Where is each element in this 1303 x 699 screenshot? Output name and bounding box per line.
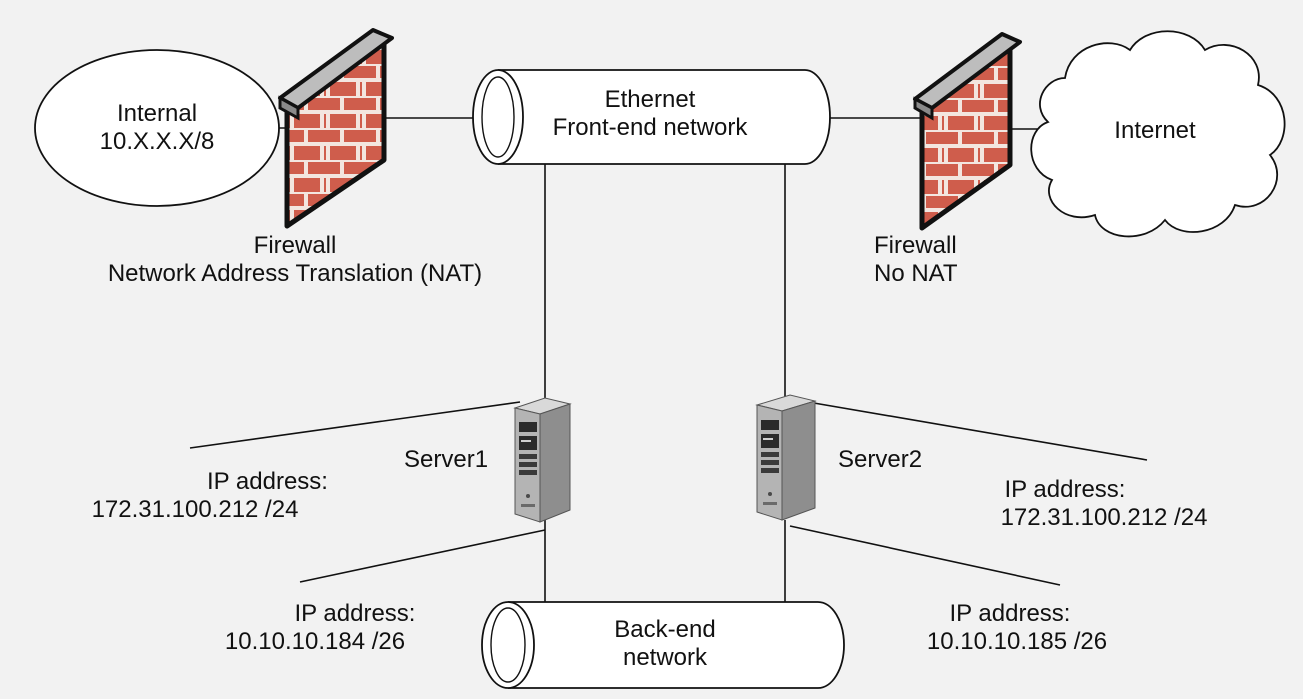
internet-label: Internet — [1090, 117, 1220, 145]
firewall-right-mode: No NAT — [874, 260, 958, 287]
internal-network-title: Internal — [116, 100, 198, 127]
server2-public-ip-label: IP address: 172.31.100.212 /24 — [950, 476, 1250, 532]
firewall-left-title: Firewall — [253, 232, 337, 259]
server2-private-ip-caption: IP address: — [949, 600, 1071, 627]
firewall-left-icon — [278, 28, 394, 229]
firewall-left-mode: Network Address Translation (NAT) — [107, 260, 483, 287]
back-end-network-cylinder — [481, 601, 845, 689]
server1-public-ip-caption: IP address: — [207, 468, 328, 495]
server2-name-label: Server2 — [838, 446, 922, 474]
server2-name: Server2 — [838, 446, 923, 473]
server1-icon — [513, 397, 572, 523]
server1-private-ip-caption: IP address: — [294, 600, 416, 627]
firewall-left-label: Firewall Network Address Translation (NA… — [60, 232, 530, 288]
server1-private-ip-value: 10.10.10.184 /26 — [224, 628, 406, 655]
server1-name-label: Server1 — [404, 446, 488, 474]
server2-icon — [755, 394, 817, 521]
server1-private-ip-leader — [299, 529, 546, 583]
server1-public-ip-leader — [189, 401, 521, 449]
firewall-right-title: Firewall — [874, 232, 957, 259]
server2-private-ip-value: 10.10.10.185 /26 — [926, 628, 1108, 655]
internal-network-ellipse — [34, 49, 280, 207]
back-end-network-label: Back-end network — [590, 616, 740, 672]
back-end-network-line1: Back-end — [614, 616, 716, 643]
firewall-right-icon — [913, 32, 1022, 231]
server2-public-ip-value: 172.31.100.212 /24 — [1000, 504, 1208, 531]
server2-private-ip-label: IP address: 10.10.10.185 /26 — [895, 600, 1155, 656]
front-end-network-cylinder — [472, 69, 831, 165]
internal-network-subnet: 10.X.X.X/8 — [99, 128, 215, 155]
server1-public-ip-value: 172.31.100.212 /24 — [91, 496, 299, 523]
server2-private-ip-leader — [789, 525, 1061, 586]
firewall-right-label: Firewall No NAT — [874, 232, 1014, 288]
internal-network-label: Internal 10.X.X.X/8 — [77, 100, 237, 156]
internet-title: Internet — [1114, 117, 1196, 144]
front-end-network-type: Ethernet — [604, 86, 696, 113]
front-end-network-label: Ethernet Front-end network — [520, 86, 780, 142]
back-end-network-line2: network — [622, 644, 708, 671]
internet-cloud — [1030, 30, 1286, 238]
server1-public-ip-label: IP address: 172.31.100.212 /24 — [80, 468, 380, 524]
server1-name: Server1 — [404, 446, 489, 473]
front-end-network-name: Front-end network — [552, 114, 748, 141]
server2-public-ip-leader — [807, 401, 1148, 461]
server2-public-ip-caption: IP address: — [1004, 476, 1126, 503]
server1-private-ip-label: IP address: 10.10.10.184 /26 — [190, 600, 450, 656]
